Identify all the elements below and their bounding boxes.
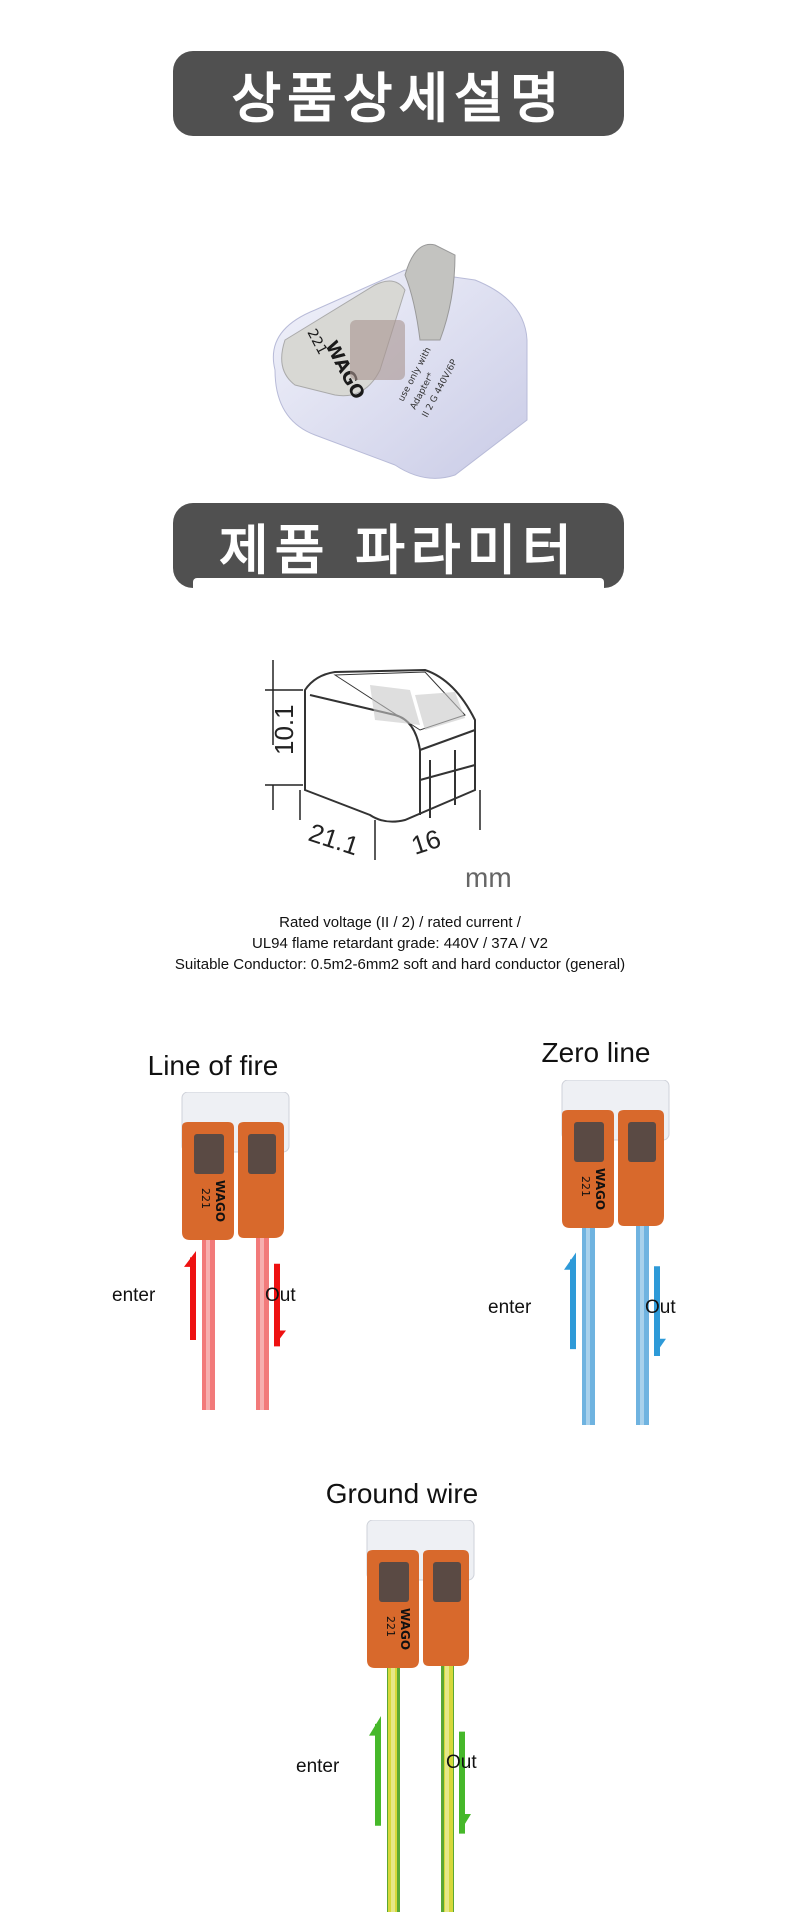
connector-part [274, 1330, 286, 1347]
spec-text: Rated voltage (II / 2) / rated current /… [0, 912, 800, 975]
connector-diagram: WAGO 221 [345, 1519, 500, 1916]
connector-part [628, 1122, 656, 1162]
connector-part [574, 1122, 604, 1162]
enter-label: enter [296, 1756, 340, 1777]
connector-part [640, 1225, 644, 1425]
out-label: Out [645, 1297, 676, 1318]
connector-part [445, 1665, 449, 1912]
params-banner: 제품 파라미터 [173, 503, 624, 588]
connector-part [206, 1237, 210, 1410]
wire-in [387, 1665, 400, 1912]
model-number: 221 [579, 1176, 592, 1197]
connector-part [194, 1134, 224, 1174]
arrow-down-icon [654, 1266, 660, 1356]
arrow-up-icon [190, 1257, 196, 1341]
arrow-up-icon [570, 1259, 576, 1350]
spec-line: Rated voltage (II / 2) / rated current / [279, 914, 521, 931]
wire-in [582, 1225, 595, 1425]
unit-label: mm [465, 862, 512, 893]
arrow-down-icon [274, 1263, 280, 1347]
brand-mark: WAGO [398, 1608, 412, 1650]
height-dimension: 10.1 [269, 704, 299, 755]
wire-out [636, 1225, 649, 1425]
product-photo: WAGO 221 use only with Adapter* II 2 G 4… [255, 220, 545, 490]
enter-label: enter [488, 1297, 532, 1318]
header-title: 상품상세설명 [231, 67, 566, 130]
enter-label: enter [112, 1285, 156, 1306]
spec-line: UL94 flame retardant grade: 440V / 37A /… [251, 935, 549, 952]
connector-diagram: WAGO 221 [540, 1079, 695, 1429]
connector-part [248, 1134, 276, 1174]
header-banner: 상품상세설명 [173, 51, 624, 136]
wiring-title: Zero line [541, 1037, 651, 1068]
connector-part [564, 1252, 576, 1270]
arrow-up-icon [375, 1723, 381, 1826]
out-label: Out [265, 1285, 296, 1306]
wire-in [202, 1237, 215, 1410]
params-title: 제품 파라미터 [219, 519, 578, 582]
wire-out [256, 1237, 269, 1410]
arrow-down-icon [459, 1731, 465, 1834]
connector-diagram: WAGO 221 [160, 1091, 315, 1414]
connector-part [654, 1338, 666, 1356]
banner-notch [193, 578, 604, 588]
width-dimension: 16 [408, 823, 445, 860]
dimension-drawing: 10.1 21.1 16 [255, 640, 555, 875]
wire-out [441, 1665, 454, 1912]
spec-line: Suitable Conductor: 0.5m2-6mm2 soft and … [174, 956, 626, 973]
connector-part [586, 1225, 590, 1425]
connector-part [379, 1562, 409, 1602]
wiring-title: Line of fire [147, 1050, 279, 1081]
brand-mark: WAGO [213, 1180, 227, 1222]
brand-mark: WAGO [593, 1168, 607, 1210]
model-number: 221 [384, 1616, 397, 1637]
connector-part [391, 1665, 395, 1912]
wiring-title: Ground wire [325, 1478, 479, 1509]
length-dimension: 21.1 [305, 817, 362, 860]
out-label: Out [446, 1752, 477, 1773]
connector-part [260, 1237, 264, 1410]
connector-part [369, 1716, 381, 1736]
connector-part [433, 1562, 461, 1602]
model-number: 221 [199, 1188, 212, 1209]
